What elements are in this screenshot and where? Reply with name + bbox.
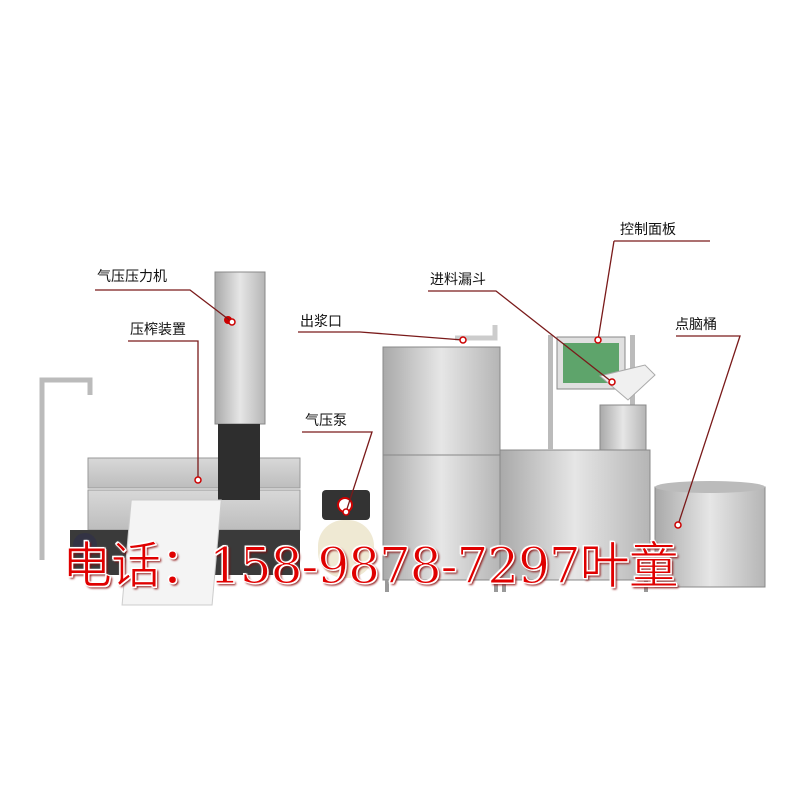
- label-feed-hopper: 进料漏斗: [430, 272, 486, 288]
- air-press-column: [214, 271, 266, 500]
- faucet-pipe: [39, 377, 93, 560]
- curd-bucket: [654, 481, 766, 588]
- leader-lines: [95, 240, 741, 526]
- label-air-pump: 气压泵: [305, 413, 347, 429]
- boiling-machine: [499, 335, 656, 592]
- label-control-panel: 控制面板: [620, 222, 676, 238]
- white-grid-tray: [121, 499, 222, 606]
- label-air-press: 气压压力机: [97, 269, 167, 285]
- air-pump: [318, 490, 374, 578]
- grinder-cabinet: [382, 325, 501, 592]
- label-curd-bucket: 点脑桶: [675, 317, 717, 333]
- label-slurry-outlet: 出浆口: [300, 314, 342, 330]
- leader-dots: [194, 318, 682, 529]
- contact-phone: 电话：158-9878-7297叶童: [62, 537, 680, 596]
- label-press-device: 压榨装置: [130, 322, 186, 338]
